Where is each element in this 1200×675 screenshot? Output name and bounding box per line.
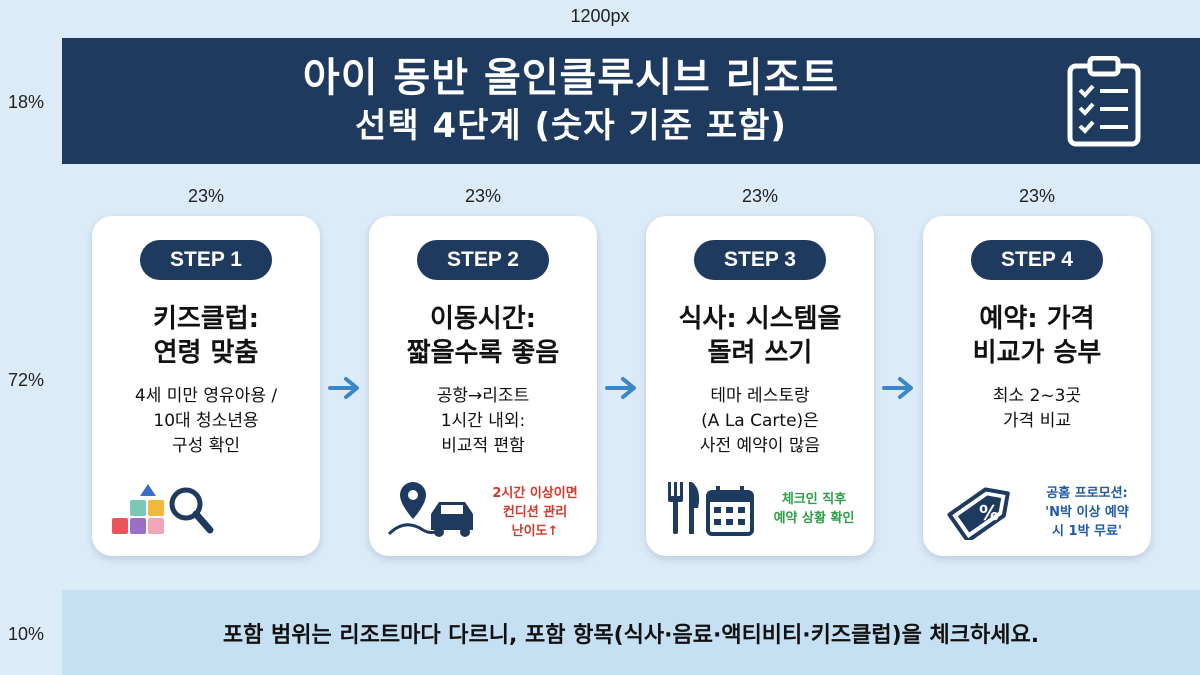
header-banner: 아이 동반 올인클루시브 리조트 선택 4단계 (숫자 기준 포함) <box>62 38 1200 164</box>
blocks-magnifier-icon <box>112 484 214 534</box>
step-badge: STEP 1 <box>140 240 272 280</box>
footer-note: 포함 범위는 리조트마다 다르니, 포함 항목(식사·음료·액티비티·키즈클럽)… <box>222 622 1040 648</box>
column-width-annotation-3: 23% <box>741 186 779 206</box>
arrow-right-icon <box>882 377 913 399</box>
arrow-right-icon <box>605 377 636 399</box>
column-width-annotation-4: 23% <box>1018 186 1056 206</box>
column-width-annotation-1: 23% <box>187 186 225 206</box>
width-annotation: 1200px <box>570 6 630 26</box>
discount-tag-icon: % <box>947 487 1010 540</box>
step-description: 4세 미만 영유아용 / 10대 청소년용 구성 확인 <box>134 386 278 456</box>
step-note: 2시간 이상이면 컨디션 관리 난이도↑ <box>492 486 578 539</box>
clipboard-checklist-icon <box>1067 56 1141 147</box>
step-note: 공홈 프로모션: 'N박 이상 예약 시 1박 무료' <box>1045 486 1129 539</box>
column-width-annotation-2: 23% <box>464 186 502 206</box>
header-height-annotation: 18% <box>8 92 45 112</box>
step-title: 식사: 시스템을 돌려 쓰기 <box>678 304 842 368</box>
step-badge: STEP 3 <box>694 240 826 280</box>
step-card-2: STEP 2 이동시간: 짧을수록 좋음 공항→리조트 1시간 내외: 비교적 … <box>369 216 597 556</box>
step-title: 이동시간: 짧을수록 좋음 <box>406 304 560 368</box>
step-title: 예약: 가격 비교가 승부 <box>972 304 1102 368</box>
footer-height-annotation: 10% <box>8 624 45 644</box>
step-badge: STEP 2 <box>417 240 549 280</box>
page-title-line1: 아이 동반 올인클루시브 리조트 <box>302 55 840 101</box>
svg-text:%: % <box>979 501 999 525</box>
step-description: 최소 2~3곳 가격 비교 <box>992 386 1082 431</box>
map-pin-car-icon <box>387 482 473 537</box>
body-height-annotation: 72% <box>8 370 45 390</box>
footer-banner: 포함 범위는 리조트마다 다르니, 포함 항목(식사·음료·액티비티·키즈클럽)… <box>62 590 1200 675</box>
fork-knife-calendar-icon <box>668 482 754 536</box>
step-description: 테마 레스토랑 (A La Carte)은 사전 예약이 많음 <box>699 386 821 456</box>
page-title-line2: 선택 4단계 (숫자 기준 포함) <box>355 106 787 146</box>
step-card-4: STEP 4 예약: 가격 비교가 승부 최소 2~3곳 가격 비교 % 공홈 … <box>923 216 1151 556</box>
step-badge: STEP 4 <box>971 240 1103 280</box>
step-card-1: STEP 1 키즈클럽: 연령 맞춤 4세 미만 영유아용 / 10대 청소년용… <box>92 216 320 556</box>
step-note: 체크인 직후 예약 상황 확인 <box>773 492 855 526</box>
step-title: 키즈클럽: 연령 맞춤 <box>152 304 260 368</box>
step-description: 공항→리조트 1시간 내외: 비교적 편함 <box>436 386 530 456</box>
arrow-right-icon <box>328 377 359 399</box>
step-card-3: STEP 3 식사: 시스템을 돌려 쓰기 테마 레스토랑 (A La Cart… <box>646 216 874 556</box>
